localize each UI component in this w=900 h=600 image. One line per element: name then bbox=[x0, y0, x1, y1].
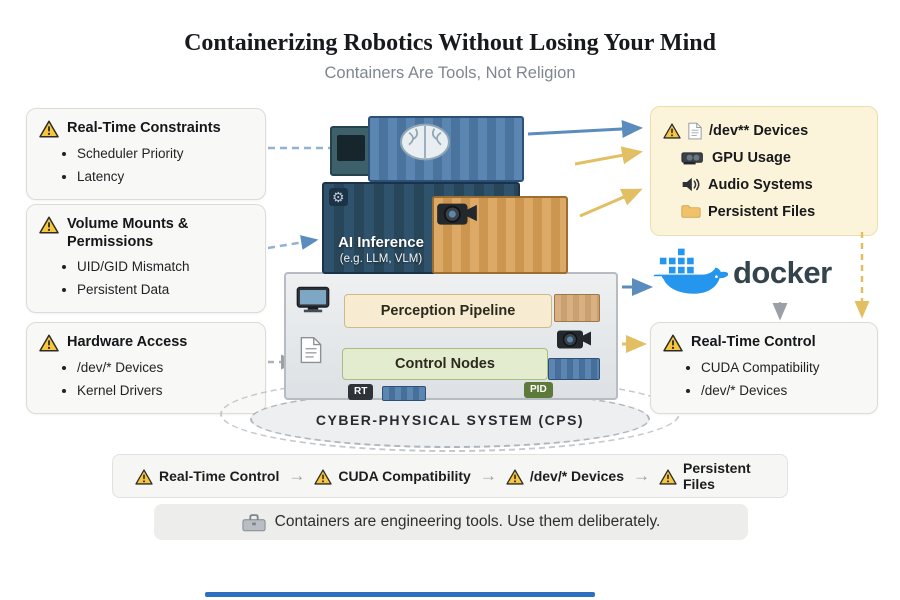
control-nodes-label: Control Nodes bbox=[395, 356, 495, 372]
warning-icon bbox=[39, 120, 59, 138]
audio-icon bbox=[681, 176, 701, 193]
chain-label: /dev/* Devices bbox=[529, 468, 624, 485]
chain-item-persistent-files: Persistent Files bbox=[659, 460, 765, 492]
pid-badge: PID bbox=[524, 382, 553, 398]
warning-icon bbox=[506, 469, 524, 485]
arrow-yellow-2 bbox=[579, 188, 643, 218]
camera-icon bbox=[436, 198, 478, 228]
device-row-audio: Audio Systems bbox=[681, 171, 865, 198]
docker-whale-icon bbox=[652, 246, 728, 300]
chain-item-cuda-compatibility: CUDA Compatibility bbox=[314, 468, 471, 485]
bottom-accent-line bbox=[205, 592, 595, 597]
callout-real-time-constraints: Real-Time Constraints Scheduler Priority… bbox=[26, 108, 266, 200]
chain-item-real-time-control: Real-Time Control bbox=[135, 468, 279, 485]
device-label: GPU Usage bbox=[712, 149, 791, 166]
footer-banner: Containers are engineering tools. Use th… bbox=[154, 504, 748, 540]
device-row-gpu: GPU Usage bbox=[681, 144, 865, 171]
arrow-volumes-to-stack bbox=[267, 235, 319, 250]
footer-message: Containers are engineering tools. Use th… bbox=[274, 513, 661, 530]
callout-hardware-access: Hardware Access /dev/* Devices Kernel Dr… bbox=[26, 322, 266, 414]
concerns-chain: Real-Time Control → CUDA Compatibility →… bbox=[112, 454, 788, 499]
page-subtitle: Containers Are Tools, Not Religion bbox=[324, 64, 576, 82]
warning-icon bbox=[39, 216, 59, 234]
right-arrow-icon: → bbox=[479, 466, 497, 486]
camera-icon bbox=[556, 326, 592, 351]
chain-label: Persistent Files bbox=[682, 460, 751, 493]
mini-container-icon bbox=[382, 386, 426, 401]
arrow-stack-to-devices bbox=[527, 119, 643, 138]
callout-bullet: Kernel Drivers bbox=[77, 380, 253, 403]
callout-bullet: Latency bbox=[77, 166, 253, 189]
document-icon bbox=[688, 122, 702, 140]
perception-pipeline-band: Perception Pipeline bbox=[344, 294, 552, 328]
callout-real-time-control: Real-Time Control CUDA Compatibility /de… bbox=[650, 322, 878, 414]
right-arrow-icon: → bbox=[632, 466, 650, 486]
docker-logo: docker bbox=[652, 246, 887, 300]
device-label: Audio Systems bbox=[708, 176, 813, 193]
warning-icon bbox=[135, 469, 153, 485]
callout-bullet: Scheduler Priority bbox=[77, 143, 253, 166]
toolbox-icon bbox=[242, 513, 266, 532]
callout-title: Hardware Access bbox=[67, 334, 188, 350]
arrow-yellow-1 bbox=[574, 146, 643, 166]
document-icon bbox=[300, 336, 322, 364]
device-label: Persistent Files bbox=[708, 203, 816, 220]
chain-label: CUDA Compatibility bbox=[338, 468, 471, 485]
ai-brain-icon bbox=[398, 122, 452, 162]
cps-platform: Perception Pipeline Control Nodes RT PID bbox=[284, 272, 618, 401]
callout-bullet: CUDA Compatibility bbox=[701, 357, 865, 380]
callout-title: Real-Time Constraints bbox=[67, 120, 221, 136]
callout-bullets: /dev/* Devices Kernel Drivers bbox=[77, 357, 253, 403]
monitor-icon bbox=[296, 286, 330, 315]
callout-header: Real-Time Constraints bbox=[39, 119, 253, 138]
ai-inference-title: AI Inference bbox=[338, 234, 424, 251]
chain-label: Real-Time Control bbox=[159, 468, 280, 485]
perception-pipeline-label: Perception Pipeline bbox=[380, 303, 516, 319]
ai-inference-label: AI Inference (e.g. LLM, VLM) bbox=[326, 234, 436, 265]
callout-bullet: UID/GID Mismatch bbox=[77, 256, 253, 279]
callout-title: Real-Time Control bbox=[691, 334, 816, 350]
device-row-files: Persistent Files bbox=[681, 198, 865, 225]
mini-container-icon bbox=[548, 358, 600, 380]
warning-icon bbox=[314, 469, 332, 485]
callout-header: Hardware Access bbox=[39, 333, 253, 352]
docker-wordmark: docker bbox=[733, 255, 832, 290]
devices-box: /dev** Devices GPU Usage Audio Systems P… bbox=[650, 106, 878, 236]
equipment-cabinet bbox=[330, 126, 372, 176]
gpu-icon bbox=[681, 150, 705, 166]
callout-bullet: /dev/* Devices bbox=[77, 357, 253, 380]
warning-icon bbox=[39, 334, 59, 352]
callout-bullet: /dev/* Devices bbox=[701, 380, 865, 403]
page-title: Containerizing Robotics Without Losing Y… bbox=[184, 30, 716, 56]
warning-icon bbox=[663, 334, 683, 352]
callout-bullets: CUDA Compatibility /dev/* Devices bbox=[701, 357, 865, 403]
gear-icon: ⚙ bbox=[329, 188, 348, 206]
device-row-dev-devices: /dev** Devices bbox=[663, 117, 865, 144]
rt-badge: RT bbox=[348, 384, 374, 400]
callout-title: Volume Mounts & Permissions bbox=[67, 216, 189, 251]
warning-icon bbox=[663, 123, 681, 139]
callout-header: Volume Mounts & Permissions bbox=[39, 215, 253, 251]
callout-volume-mounts: Volume Mounts & Permissions UID/GID Mism… bbox=[26, 204, 266, 314]
callout-header: Real-Time Control bbox=[663, 333, 865, 352]
warning-icon bbox=[659, 469, 677, 485]
crate-icon bbox=[554, 294, 600, 322]
right-arrow-icon: → bbox=[288, 466, 306, 486]
cps-label: CYBER-PHYSICAL SYSTEM (CPS) bbox=[315, 412, 585, 428]
callout-bullets: UID/GID Mismatch Persistent Data bbox=[77, 256, 253, 302]
callout-bullets: Scheduler Priority Latency bbox=[77, 143, 253, 189]
chain-item-dev-devices: /dev/* Devices bbox=[506, 468, 624, 485]
ai-inference-subtitle: (e.g. LLM, VLM) bbox=[339, 253, 423, 265]
device-label: /dev** Devices bbox=[709, 122, 809, 139]
callout-bullet: Persistent Data bbox=[77, 279, 253, 302]
control-nodes-band: Control Nodes bbox=[342, 348, 548, 380]
folder-icon bbox=[681, 204, 701, 219]
